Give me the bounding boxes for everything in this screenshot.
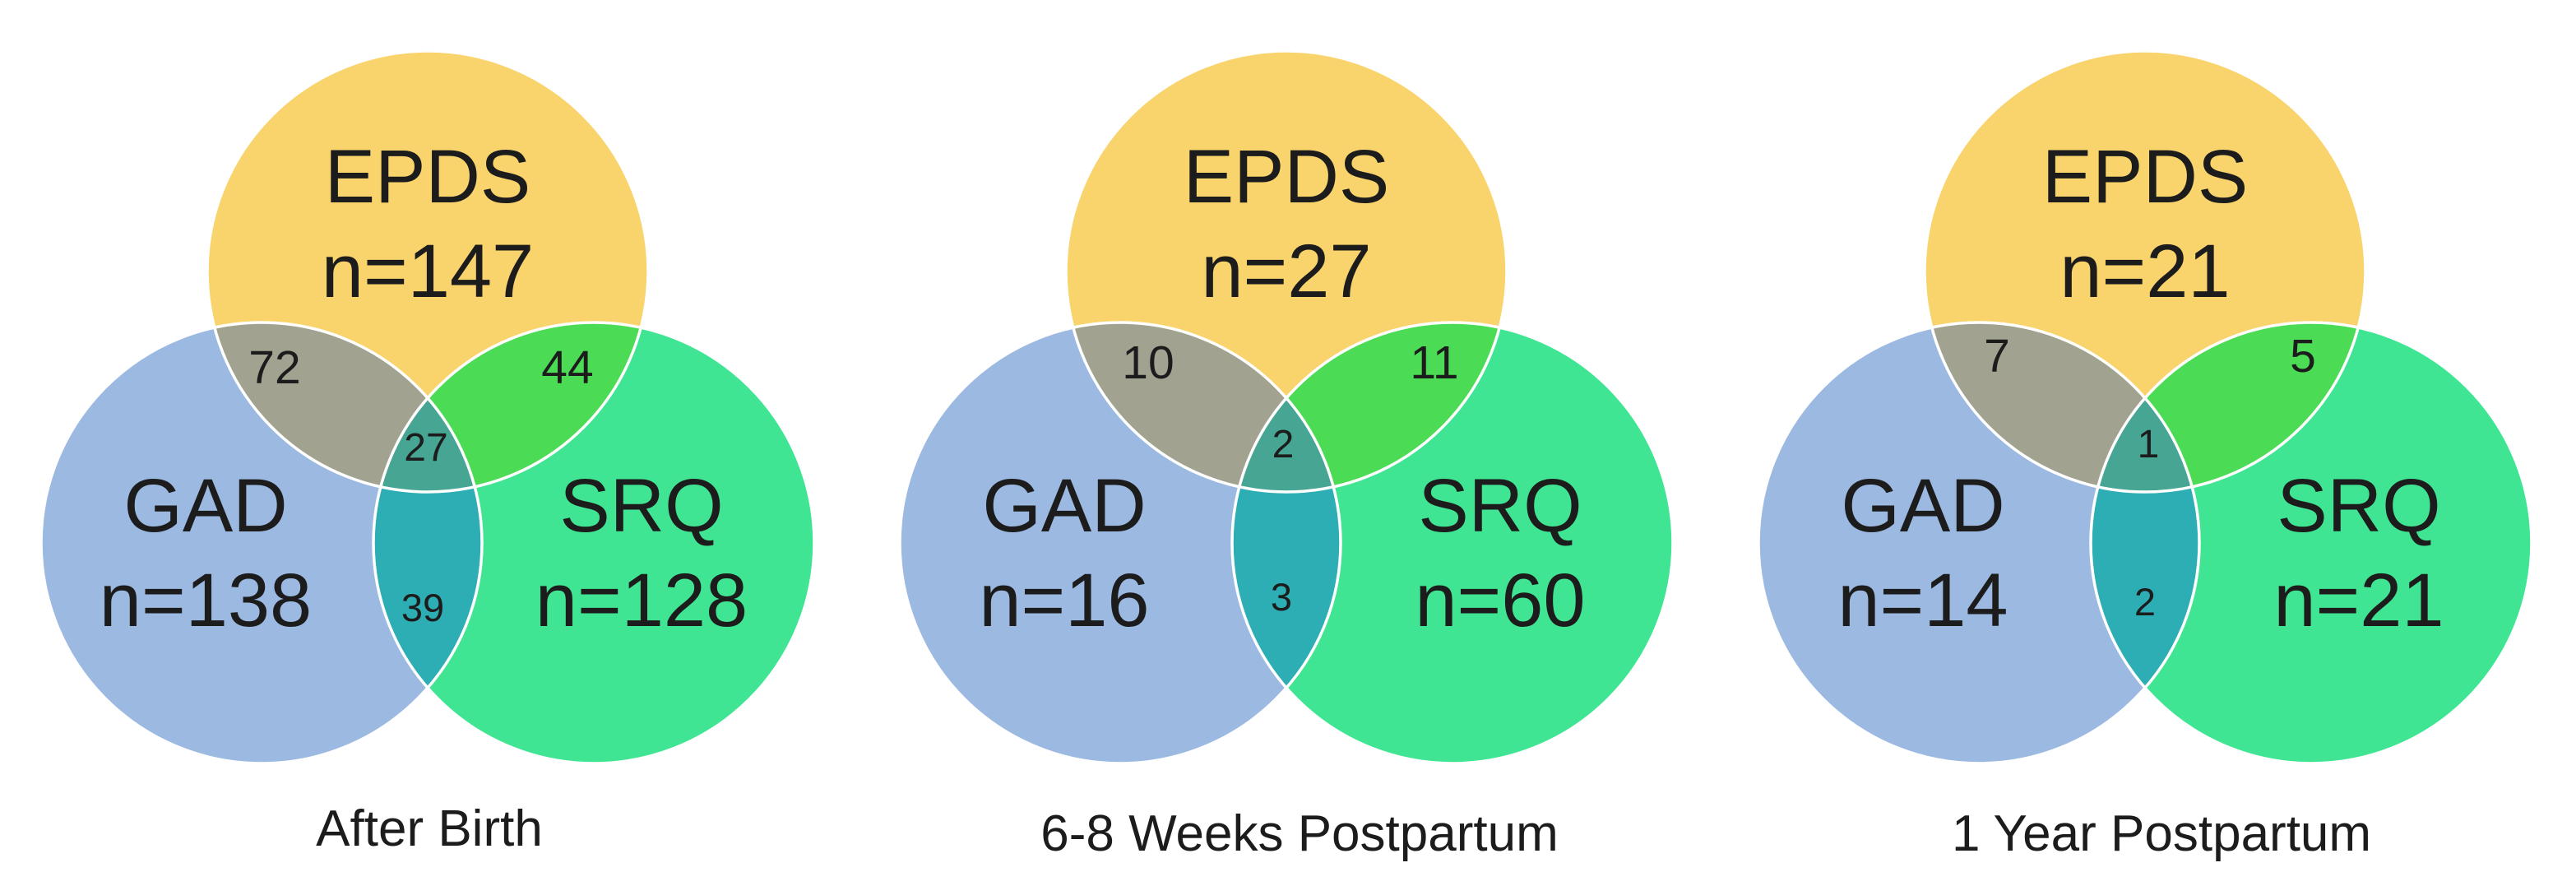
srq-circle-outline (2089, 321, 2533, 765)
epds-label: EPDS (1184, 135, 1390, 219)
epds-count: n=21 (2059, 230, 2230, 313)
gad-circle-outline (898, 321, 1342, 765)
epds-gad-count: 72 (248, 341, 300, 394)
center-count: 27 (404, 426, 447, 470)
epds-circle-outline (1923, 49, 2367, 494)
diagram-caption: After Birth (316, 800, 543, 857)
center-count: 2 (1272, 423, 1295, 466)
venn-diagram-6-8-weeks-postpartum: EPDS n=27 GAD n=16 SRQ n=60 10 11 2 3 6-… (898, 49, 1675, 862)
gad-srq-count: 39 (401, 586, 444, 629)
diagram-caption: 1 Year Postpartum (1952, 805, 2371, 862)
gad-srq-count: 3 (1271, 575, 1292, 619)
epds-gad-overlap-region (1925, 322, 2199, 492)
srq-label: SRQ (1418, 464, 1582, 548)
gad-circle-outline (1757, 321, 2201, 765)
epds-gad-count: 10 (1122, 336, 1174, 389)
gad-count: n=138 (100, 559, 312, 642)
srq-label: SRQ (2277, 464, 2440, 548)
venn-diagram-1-year-postpartum: EPDS n=21 GAD n=14 SRQ n=21 7 5 1 2 1 Ye… (1757, 49, 2533, 862)
gad-srq-count: 2 (2134, 580, 2156, 624)
epds-count: n=27 (1201, 230, 1371, 313)
gad-count: n=16 (979, 559, 1149, 642)
epds-srq-count: 5 (2290, 330, 2316, 383)
gad-label: GAD (982, 464, 1146, 548)
epds-label: EPDS (2042, 135, 2249, 219)
epds-gad-count: 7 (1984, 330, 2010, 383)
epds-srq-count: 44 (541, 341, 593, 394)
epds-gad-overlap-region (1066, 322, 1341, 492)
epds-count: n=147 (322, 230, 534, 313)
srq-count: n=21 (2273, 559, 2444, 642)
srq-circle-outline (1230, 321, 1675, 765)
epds-srq-overlap-region (1232, 322, 1507, 492)
gad-label: GAD (1841, 464, 2004, 548)
epds-label: EPDS (325, 135, 531, 219)
center-count: 1 (2138, 423, 2160, 466)
gad-circle-outline (39, 321, 484, 765)
epds-srq-overlap-region (2091, 322, 2365, 492)
epds-gad-overlap-region (207, 322, 482, 492)
epds-circle-outline (206, 49, 650, 494)
epds-srq-overlap-region (373, 322, 648, 492)
venn-diagram-after-birth: EPDS n=147 GAD n=138 SRQ n=128 72 44 27 … (39, 49, 816, 857)
srq-circle-outline (372, 321, 816, 765)
srq-count: n=60 (1415, 559, 1585, 642)
gad-count: n=14 (1837, 559, 2008, 642)
gad-label: GAD (123, 464, 287, 548)
srq-label: SRQ (559, 464, 723, 548)
epds-circle-outline (1064, 49, 1508, 494)
diagram-caption: 6-8 Weeks Postpartum (1040, 805, 1558, 862)
srq-count: n=128 (535, 559, 748, 642)
epds-srq-count: 11 (1410, 336, 1458, 389)
